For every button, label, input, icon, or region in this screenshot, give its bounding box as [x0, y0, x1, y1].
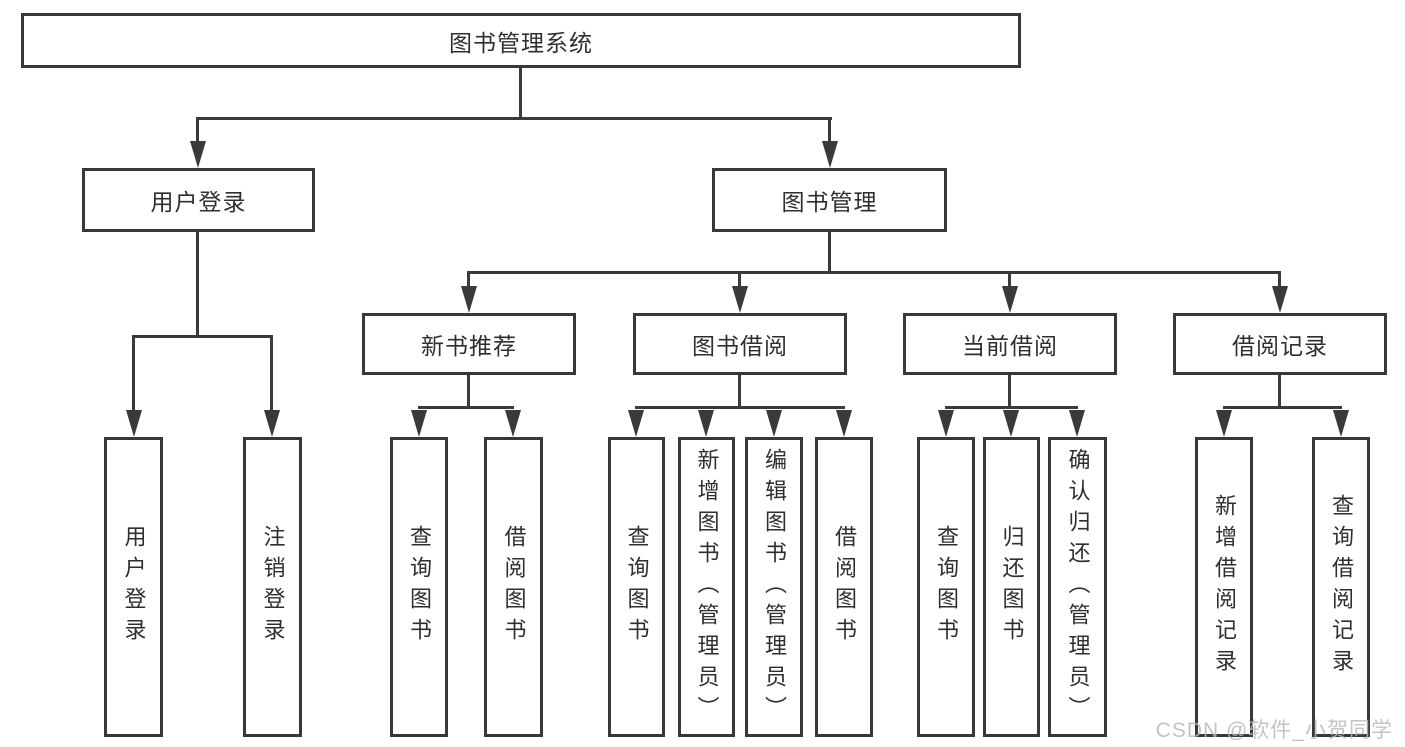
- connector-book-management-stem: [828, 232, 831, 274]
- connector-borrow-records-stem: [1278, 375, 1281, 408]
- arrowhead-br-add: [1216, 410, 1232, 437]
- connector-drop-user-login: [196, 117, 199, 145]
- leaf-bb-edit-books-label: 编辑图书（管理员）: [762, 447, 787, 727]
- connector-new-book-stem: [467, 375, 470, 408]
- node-new-book-recommend: 新书推荐: [362, 313, 576, 375]
- arrowhead-bb-edit: [766, 410, 782, 437]
- arrowhead-cb-query: [938, 410, 954, 437]
- connector-root-bus: [197, 117, 832, 120]
- leaf-bb-add-books-label: 新增图书（管理员）: [694, 447, 720, 727]
- leaf-logout: 注销登录: [243, 437, 302, 737]
- node-book-borrow: 图书借阅: [633, 313, 847, 375]
- arrowhead-borrow-records: [1272, 286, 1288, 313]
- leaf-cb-return-books: 归还图书: [983, 437, 1040, 737]
- connector-user-login-bus: [133, 335, 273, 338]
- arrowhead-cb-return: [1003, 410, 1019, 437]
- node-borrow-records: 借阅记录: [1173, 313, 1387, 375]
- arrowhead-nb-borrow: [505, 410, 521, 437]
- leaf-user-login: 用户登录: [104, 437, 163, 737]
- connector-user-login-stem: [196, 232, 199, 337]
- node-borrow-records-label: 借阅记录: [1232, 333, 1328, 359]
- leaf-nb-query-books: 查询图书: [390, 437, 448, 737]
- arrowhead-leaf-login: [126, 410, 142, 437]
- leaf-bb-borrow-books-label: 借阅图书: [832, 525, 857, 649]
- connector-drop-book-management: [828, 117, 831, 145]
- node-book-management-label: 图书管理: [781, 189, 878, 215]
- csdn-watermark: CSDN @软件_小贺同学: [1155, 719, 1393, 742]
- leaf-cb-query-books: 查询图书: [917, 437, 975, 737]
- arrowhead-current-borrow: [1002, 286, 1018, 313]
- leaf-cb-confirm-return-label: 确认归还（管理员）: [1065, 447, 1091, 727]
- leaf-cb-confirm-return: 确认归还（管理员）: [1048, 437, 1107, 737]
- leaf-bb-query-books: 查询图书: [608, 437, 665, 737]
- leaf-bb-add-books: 新增图书（管理员）: [678, 437, 735, 737]
- leaf-nb-borrow-books-label: 借阅图书: [501, 525, 527, 649]
- node-root: 图书管理系统: [21, 13, 1021, 68]
- connector-root-stem: [519, 68, 522, 119]
- leaf-user-login-label: 用户登录: [121, 525, 147, 649]
- connector-borrow-records-bus: [1223, 406, 1342, 409]
- node-current-borrow: 当前借阅: [903, 313, 1117, 375]
- leaf-logout-label: 注销登录: [260, 525, 286, 649]
- connector-current-borrow-stem: [1008, 375, 1011, 408]
- leaf-cb-return-books-label: 归还图书: [999, 525, 1025, 649]
- arrowhead-book-management: [822, 141, 838, 168]
- connector-new-book-bus: [418, 406, 514, 409]
- leaf-cb-query-books-label: 查询图书: [934, 525, 959, 649]
- leaf-nb-query-books-label: 查询图书: [407, 525, 432, 649]
- node-user-login: 用户登录: [82, 168, 315, 232]
- connector-drop-leaf-logout: [270, 335, 273, 415]
- leaf-bb-edit-books: 编辑图书（管理员）: [745, 437, 803, 737]
- connector-drop-new-book: [467, 271, 470, 291]
- leaf-bb-query-books-label: 查询图书: [624, 525, 650, 649]
- connector-drop-book-borrow: [738, 271, 741, 291]
- arrowhead-bb-borrow: [836, 410, 852, 437]
- node-current-borrow-label: 当前借阅: [962, 333, 1058, 359]
- arrowhead-br-query: [1333, 410, 1349, 437]
- node-book-borrow-label: 图书借阅: [692, 333, 788, 359]
- connector-current-borrow-bus: [945, 406, 1078, 409]
- arrowhead-bb-query: [628, 410, 644, 437]
- arrowhead-user-login: [190, 141, 206, 168]
- connector-drop-leaf-login: [132, 335, 135, 415]
- connector-book-borrow-bus: [635, 406, 845, 409]
- arrowhead-book-borrow: [732, 286, 748, 313]
- connector-book-borrow-stem: [738, 375, 741, 408]
- node-book-management: 图书管理: [712, 168, 947, 232]
- connector-drop-borrow-records: [1278, 271, 1281, 291]
- arrowhead-leaf-logout: [264, 410, 280, 437]
- leaf-br-add-record-label: 新增借阅记录: [1212, 494, 1237, 680]
- leaf-bb-borrow-books: 借阅图书: [815, 437, 873, 737]
- arrowhead-cb-confirm: [1069, 410, 1085, 437]
- connector-book-management-bus: [468, 271, 1281, 274]
- arrowhead-nb-query: [411, 410, 427, 437]
- arrowhead-bb-add: [698, 410, 714, 437]
- arrowhead-new-book: [461, 286, 477, 313]
- connector-drop-current-borrow: [1008, 271, 1011, 291]
- leaf-br-query-record: 查询借阅记录: [1312, 437, 1370, 737]
- leaf-br-query-record-label: 查询借阅记录: [1329, 494, 1354, 680]
- leaf-nb-borrow-books: 借阅图书: [484, 437, 543, 737]
- leaf-br-add-record: 新增借阅记录: [1195, 437, 1253, 737]
- node-new-book-recommend-label: 新书推荐: [421, 333, 517, 359]
- node-user-login-label: 用户登录: [150, 189, 247, 215]
- node-root-label: 图书管理系统: [449, 29, 593, 56]
